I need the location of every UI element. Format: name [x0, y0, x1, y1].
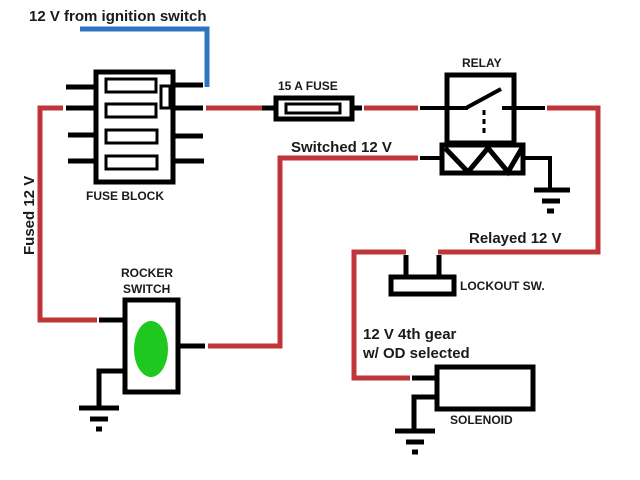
switch-icon [388, 255, 457, 297]
label-fuse-block: FUSE BLOCK [86, 189, 164, 203]
label-solenoid: SOLENOID [450, 413, 513, 427]
label-ignition: 12 V from ignition switch [29, 8, 207, 25]
label-rocker-2: SWITCH [123, 282, 170, 296]
fuse-icon [262, 95, 362, 122]
ground-icon [534, 187, 570, 214]
indicator-light [134, 321, 168, 377]
wire-to-lockout [351, 249, 410, 381]
label-relayed: Relayed 12 V [469, 230, 562, 247]
wire-switched-12v [208, 155, 418, 349]
wire-fused-12v [37, 105, 97, 323]
relay-icon [420, 72, 552, 190]
label-fused: Fused 12 V [21, 176, 38, 255]
ground-icon [79, 405, 119, 432]
rocker-switch-icon [96, 297, 205, 407]
solenoid-icon [411, 364, 536, 430]
label-switched: Switched 12 V [291, 139, 392, 156]
ignition-wire [80, 26, 210, 87]
fuse-block-icon [66, 69, 204, 185]
label-fuse: 15 A FUSE [278, 79, 338, 93]
label-rocker-1: ROCKER [121, 266, 173, 280]
ground-icon [395, 428, 435, 455]
label-lockout: LOCKOUT SW. [460, 279, 545, 293]
label-gear-2: w/ OD selected [362, 345, 470, 362]
label-relay: RELAY [462, 56, 502, 70]
wire-relayed-12v [438, 105, 601, 255]
label-gear-1: 12 V 4th gear [363, 326, 457, 343]
